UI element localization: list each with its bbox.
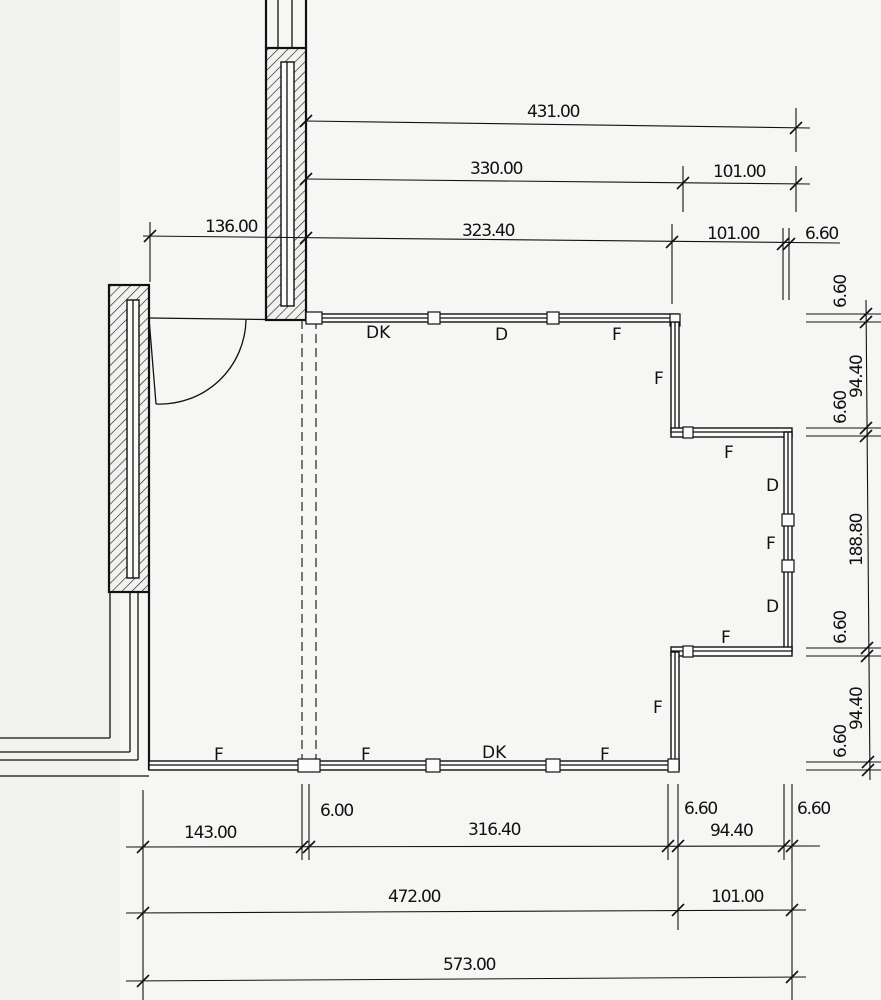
dim-bottom-b2: 6.00 bbox=[320, 801, 353, 821]
dim-top-segment-b: 101.00 bbox=[713, 162, 766, 182]
door-swing bbox=[148, 317, 307, 405]
panel-label-bay-d2: D bbox=[766, 597, 779, 617]
glass-facade bbox=[148, 311, 795, 773]
panel-label-right-upper: F bbox=[654, 369, 664, 389]
panel-label-bay-top: F bbox=[724, 443, 734, 463]
paper-shadow bbox=[0, 0, 120, 1000]
dim-top-inner-c: 6.60 bbox=[805, 224, 838, 244]
panel-label-bay-f: F bbox=[766, 534, 776, 554]
panel-label-top-d: D bbox=[495, 325, 508, 345]
dim-top-segment-a: 330.00 bbox=[470, 159, 523, 179]
left-wall bbox=[0, 283, 151, 777]
dim-top-inner-a: 323.40 bbox=[462, 221, 515, 241]
panel-label-bay-d1: D bbox=[766, 476, 779, 496]
dim-bottom-total-b: 101.00 bbox=[711, 887, 764, 907]
dim-bottom-total-a: 472.00 bbox=[388, 887, 441, 907]
panel-label-right-lower: F bbox=[653, 698, 663, 718]
dim-right-d1: 6.60 bbox=[831, 275, 851, 308]
dim-right-d2: 94.40 bbox=[847, 355, 867, 398]
dim-top-overall: 431.00 bbox=[527, 102, 580, 122]
dim-right-d3: 6.60 bbox=[831, 391, 851, 424]
panel-labels: DK D F F F D F D F F F F DK F bbox=[214, 323, 779, 765]
panel-label-bay-bottom: F bbox=[721, 628, 731, 648]
dashed-beam-line bbox=[301, 320, 317, 765]
dim-top-inner-b: 101.00 bbox=[707, 224, 760, 244]
upper-wall bbox=[264, 0, 308, 322]
dim-bottom-b1: 143.00 bbox=[184, 823, 237, 843]
dim-top-left-offset: 136.00 bbox=[205, 217, 258, 237]
panel-label-bottom-f3: F bbox=[600, 745, 610, 765]
panel-label-bottom-f1: F bbox=[214, 745, 224, 765]
dim-bottom-b3: 316.40 bbox=[468, 820, 521, 840]
top-dimensions: 431.00 330.00 101.00 136.00 323.40 101.0… bbox=[142, 102, 841, 304]
dim-bottom-b4: 6.60 bbox=[684, 799, 717, 819]
right-dimensions: 6.60 94.40 6.60 188.80 6.60 94.40 6.60 bbox=[806, 275, 881, 781]
dim-bottom-b5: 94.40 bbox=[710, 821, 753, 841]
dim-bottom-b6: 6.60 bbox=[797, 799, 830, 819]
bottom-dimensions: 143.00 6.00 316.40 6.60 94.40 6.60 472.0… bbox=[125, 784, 832, 1000]
panel-label-bottom-f2: F bbox=[361, 745, 371, 765]
dim-right-d4: 188.80 bbox=[847, 513, 867, 566]
dim-right-d7: 6.60 bbox=[831, 725, 851, 758]
dim-right-d6: 94.40 bbox=[847, 687, 867, 730]
dim-bottom-total: 573.00 bbox=[443, 955, 496, 975]
panel-label-bottom-dk: DK bbox=[482, 743, 507, 763]
panel-label-top-f: F bbox=[612, 325, 622, 345]
panel-label-top-dk: DK bbox=[366, 323, 391, 343]
dim-right-d5: 6.60 bbox=[831, 611, 851, 644]
